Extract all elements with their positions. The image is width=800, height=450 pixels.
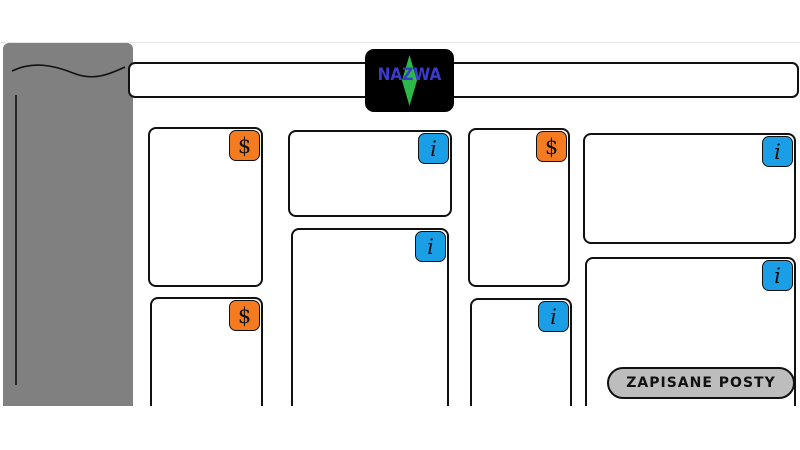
post-card[interactable]: i (291, 228, 449, 418)
info-icon[interactable]: i (538, 301, 569, 332)
logo-text: NAZWA (377, 65, 442, 85)
diamond-logo-icon (402, 55, 417, 106)
post-card[interactable]: $ (150, 297, 263, 417)
post-card[interactable]: i (583, 133, 796, 244)
sidebar-sketch-lines (11, 64, 126, 385)
sidebar[interactable] (3, 43, 133, 406)
header-bar (128, 62, 799, 98)
page-bottom-blank (0, 406, 800, 450)
dollar-icon[interactable]: $ (536, 131, 567, 162)
dollar-icon[interactable]: $ (229, 130, 260, 161)
info-icon[interactable]: i (415, 231, 446, 262)
saved-posts-button[interactable]: ZAPISANE POSTY (607, 367, 795, 399)
info-icon[interactable]: i (762, 260, 793, 291)
top-divider (0, 42, 800, 43)
post-card[interactable]: i (470, 298, 572, 418)
info-icon[interactable]: i (762, 136, 793, 167)
logo[interactable]: NAZWA (365, 49, 454, 112)
post-card[interactable]: $ (468, 128, 570, 287)
dollar-icon[interactable]: $ (229, 300, 260, 331)
post-card[interactable]: i (288, 130, 452, 217)
post-card[interactable]: $ (148, 127, 263, 287)
info-icon[interactable]: i (418, 133, 449, 164)
